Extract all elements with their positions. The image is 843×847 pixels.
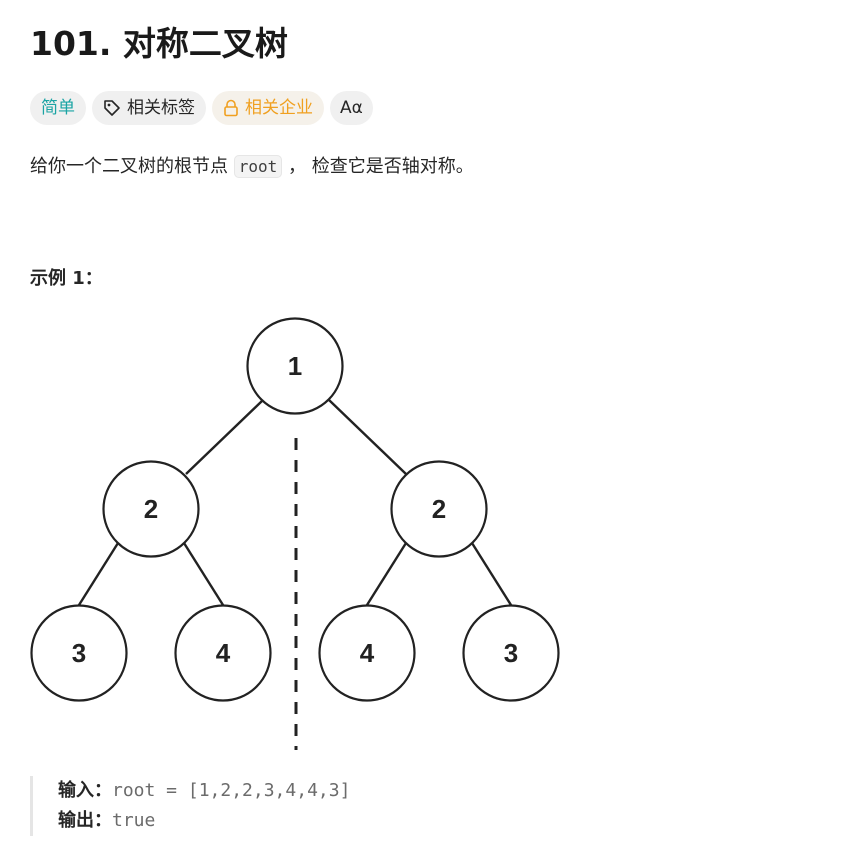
tree-edge [77,542,120,606]
problem-tags: 简单 相关标签 相关企业 Aα [30,91,373,125]
lock-icon [223,99,239,117]
tree-node [390,460,488,558]
output-label: 输出： [58,810,112,831]
tree-edge [182,542,225,606]
font-size-icon: Aα [340,98,363,118]
tree-node-label: 3 [72,638,86,668]
tree-node-label: 2 [432,494,446,524]
tree-node-label: 1 [288,351,302,381]
related-companies-label: 相关企业 [245,98,313,118]
tree-node [102,460,200,558]
example-io-block: 输入：root = [1,2,2,3,4,4,3] 输出：true [30,776,350,836]
description-suffix: ， 检查它是否轴对称。 [288,156,474,177]
tree-edge [470,542,513,606]
description-prefix: 给你一个二叉树的根节点 [30,156,228,177]
input-label: 输入： [58,780,112,801]
example-tree-diagram: 1 2 2 3 4 4 3 [30,317,560,750]
font-size-button[interactable]: Aα [330,91,373,125]
tree-node [318,604,416,702]
tree-node [246,317,344,415]
difficulty-label: 简单 [41,98,75,118]
difficulty-badge[interactable]: 简单 [30,91,86,125]
tree-node-label: 4 [360,638,375,668]
tag-icon [103,99,121,117]
related-tags-label: 相关标签 [127,98,195,118]
tree-node [174,604,272,702]
tree-node-label: 4 [216,638,231,668]
tree-node [462,604,560,702]
related-tags-button[interactable]: 相关标签 [92,91,206,125]
example-title: 示例 1： [30,268,103,289]
example-output-row: 输出：true [58,806,350,836]
description-code: root [233,155,283,178]
tree-edge [365,542,408,606]
related-companies-button[interactable]: 相关企业 [212,91,324,125]
output-value: true [112,810,156,831]
tree-node-label: 2 [144,494,158,524]
tree-edge [328,399,407,475]
problem-description: 给你一个二叉树的根节点 root ， 检查它是否轴对称。 [30,153,474,181]
input-value: root = [1,2,2,3,4,4,3] [112,780,351,801]
tree-node-label: 3 [504,638,518,668]
tree-edge [185,399,264,475]
tree-node [30,604,128,702]
example-input-row: 输入：root = [1,2,2,3,4,4,3] [58,776,350,806]
problem-title: 101. 对称二叉树 [30,24,288,63]
